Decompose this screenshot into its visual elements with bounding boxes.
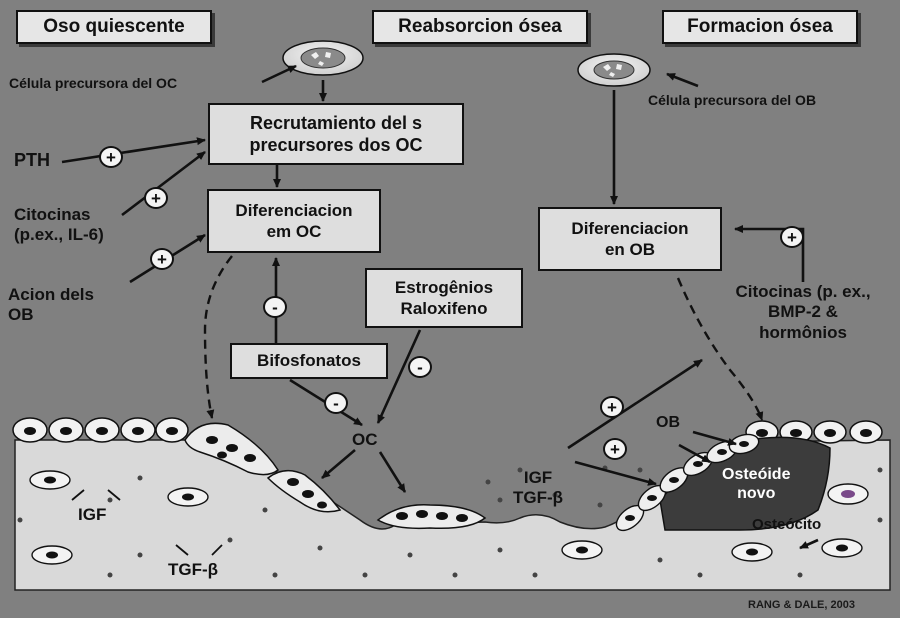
plus-sign-igf: +: [600, 396, 624, 418]
arrow-oc-to-left: [321, 449, 356, 479]
label-osteocyte: Osteócito: [752, 516, 822, 533]
arrow-estrogen-to-oc: [376, 329, 422, 424]
tick-tgf-b: [211, 544, 223, 556]
minus-sign-bisph-oc: -: [324, 392, 348, 414]
label-igf-left: IGF: [78, 505, 107, 524]
arrow-oc-to-right: [378, 451, 407, 493]
tick-tgf-a: [175, 544, 189, 556]
credit-label: RANG & DALE, 2003: [748, 599, 855, 611]
box-estrogens: Estrogênios Raloxifeno: [365, 268, 523, 328]
label-igf-tgf-right: IGF TGF-β: [513, 468, 564, 508]
label-tgf-left: TGF-β: [168, 560, 219, 579]
plus-sign-ob-action: +: [150, 248, 174, 270]
label-ob: OB: [656, 414, 680, 431]
plus-sign-pth: +: [99, 146, 123, 168]
tick-igf-left-a: [71, 489, 85, 501]
header-resorption: Reabsorcion ósea: [372, 10, 588, 44]
label-cytokines-left: Citocinas (p.ex., IL-6): [14, 205, 104, 245]
box-recruitment: Recrutamiento del s precursores dos OC: [208, 103, 464, 165]
label-osteoid: Osteóide novo: [722, 466, 791, 503]
arrow-ob-precursor-label: [666, 72, 699, 88]
label-oc: OC: [352, 430, 378, 449]
header-formation: Formacion ósea: [662, 10, 858, 44]
lining-cells-left: [12, 417, 189, 443]
minus-sign-estrogens: -: [408, 356, 432, 378]
arrow-igf-up: [567, 358, 703, 450]
label-ob-action: Acion dels OB: [8, 285, 94, 325]
box-ob-differentiation: Diferenciacion en OB: [538, 207, 722, 271]
arrow-oc-precursor-label: [261, 64, 297, 84]
arrow-cytokines-right: [734, 225, 805, 282]
label-ob-precursor: Célula precursora del OB: [648, 92, 817, 108]
plus-sign-cytokines: +: [144, 187, 168, 209]
osteoclast-middle: [266, 469, 342, 513]
arrow-pth: [61, 137, 206, 164]
arrow-ob-label-1: [692, 430, 737, 446]
arrow-cytokines: [121, 150, 206, 217]
box-oc-differentiation: Diferenciacion em OC: [207, 189, 381, 253]
arrow-ob-label-2: [678, 443, 711, 464]
ob-precursor-cell: [577, 53, 651, 87]
minus-sign-bisphosphonates: -: [263, 296, 287, 318]
label-pth: PTH: [14, 150, 50, 170]
osteoclast-bottom: [376, 504, 487, 530]
osteocyte-nuclei: [44, 476, 855, 559]
tick-igf-left-b: [107, 489, 121, 501]
matrix-dots: [17, 465, 883, 578]
oc-precursor-cell: [282, 40, 364, 76]
arrow-osteocyte-label: [799, 538, 819, 550]
label-cytokines-right: Citocinas (p. ex., BMP-2 & hormônios: [735, 282, 871, 342]
arrow-tgf-to-ob: [574, 460, 657, 486]
plus-sign-cytokines-right: +: [780, 226, 804, 248]
box-bisphosphonates: Bifosfonatos: [230, 343, 388, 379]
header-quiescent-bone: Oso quiescente: [16, 10, 212, 44]
label-oc-precursor: Célula precursora del OC: [9, 75, 178, 91]
dashed-arrow-oc-diff: [203, 255, 233, 419]
plus-sign-tgf: +: [603, 438, 627, 460]
osteoclast-large: [184, 422, 279, 476]
